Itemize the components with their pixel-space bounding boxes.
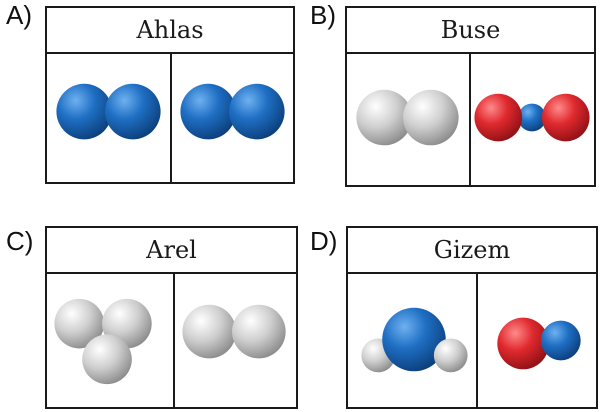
red-atom [541,93,590,142]
option-c-title: Arel [47,228,296,274]
red-atom [497,317,549,370]
option-b-card[interactable]: Buse [345,6,596,187]
option-d-box-2 [478,274,596,407]
option-c-box-1 [47,274,173,407]
gray-atom [82,334,132,385]
option-a-letter: A) [6,0,32,30]
gray-atom [403,89,459,146]
option-a-divider [170,54,172,182]
option-c-letter: C) [6,226,34,256]
option-d-box-1 [348,274,476,407]
option-b-molecule-1 [356,89,459,146]
option-d-card[interactable]: Gizem [346,226,598,409]
option-a-molecule-2 [180,83,285,140]
option-a-title: Ahlas [47,8,293,54]
blue-atom [56,83,112,140]
gray-atom [182,304,236,359]
option-a-box-1 [47,54,170,182]
blue-atom [518,103,546,132]
option-b-title: Buse [347,8,594,54]
option-c-molecule-2 [182,304,286,359]
option-d-divider [476,274,478,407]
option-c-divider [173,274,175,407]
option-d-molecule-2 [497,317,581,370]
option-b-letter: B) [310,0,336,30]
blue-atom [180,83,236,140]
blue-atom [229,83,285,140]
option-d-title: Gizem [348,228,596,274]
blue-atom [382,307,446,372]
red-atom [474,93,523,142]
option-d-letter: D) [310,226,338,256]
gray-atom [54,298,105,349]
option-a-card[interactable]: Ahlas [45,6,295,184]
option-a-molecule-1 [56,83,161,140]
option-b-box-1 [347,54,469,185]
blue-atom [105,83,161,140]
option-c-box-2 [175,274,296,407]
gray-atom [433,338,468,373]
option-c-molecule-1 [54,298,152,385]
option-b-molecule-2 [474,93,590,142]
option-d-molecule-1 [361,307,468,373]
option-a-box-2 [172,54,293,182]
option-b-divider [469,54,471,185]
blue-atom [540,320,581,361]
option-b-box-2 [471,54,594,185]
option-c-card[interactable]: Arel [45,226,298,409]
gray-atom [232,304,286,359]
gray-atom [356,89,412,146]
